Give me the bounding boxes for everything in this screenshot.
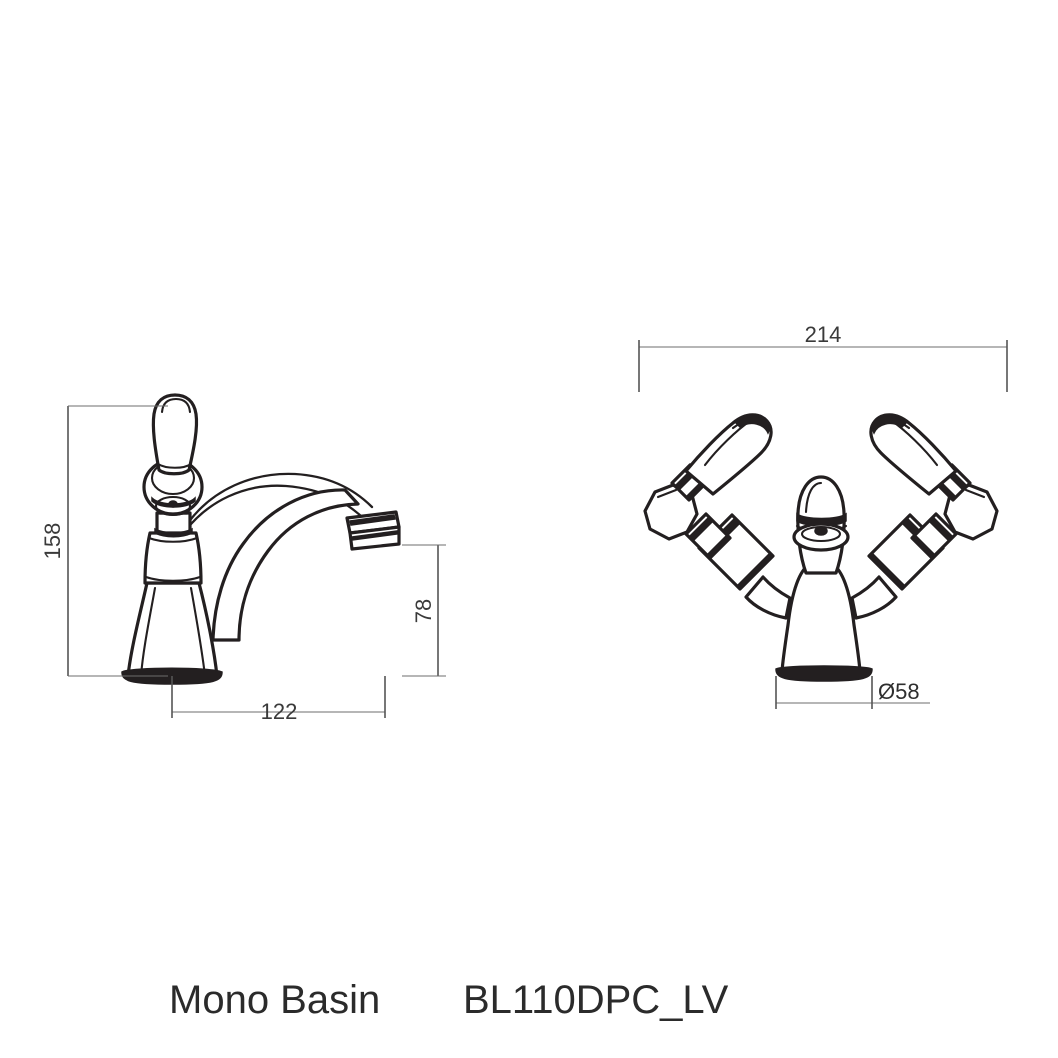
dimension-overall-height: 158 (40, 405, 168, 677)
body-collar-lower (144, 575, 202, 582)
spout-top-curve (186, 472, 374, 525)
center-column (780, 563, 862, 675)
handle-hub-shadow (151, 496, 196, 508)
front-elevation-view (643, 413, 999, 682)
spout-body (211, 488, 360, 642)
lever-handle-base-line (156, 462, 193, 469)
dimension-base-diameter: Ø58 (775, 676, 930, 709)
lever-handle (151, 393, 199, 476)
dimension-label-214: 214 (805, 322, 842, 347)
right-valve-assembly (867, 413, 999, 591)
handle-hub-cap (154, 495, 192, 517)
dimension-label-122: 122 (261, 699, 298, 724)
center-spout-nose-highlight (804, 481, 823, 514)
dimension-overall-width: 214 (638, 322, 1008, 392)
left-shoulder (744, 575, 792, 620)
front-base-plate (775, 665, 873, 682)
dimension-label-diameter-58: Ø58 (878, 679, 920, 704)
center-spout-collar (792, 512, 850, 552)
spout-outlet (345, 510, 401, 551)
caption: Mono Basin BL110DPC_LV (169, 978, 729, 1022)
dimension-label-158: 158 (40, 523, 65, 560)
body-collar-upper (147, 536, 199, 543)
dimension-spout-height: 78 (402, 544, 446, 677)
pedestal-inner-right (189, 586, 207, 678)
dimension-label-78: 78 (411, 599, 436, 623)
left-valve-assembly (643, 413, 775, 591)
side-elevation-view (121, 393, 401, 685)
caption-product-name: Mono Basin (169, 978, 380, 1022)
dimension-spout-projection: 122 (171, 676, 386, 724)
lever-handle-highlight (160, 397, 192, 414)
right-shoulder (850, 575, 898, 620)
caption-product-code: BL110DPC_LV (463, 978, 729, 1022)
tap-body-cylinder (143, 531, 203, 585)
pedestal-inner-left (139, 586, 157, 678)
